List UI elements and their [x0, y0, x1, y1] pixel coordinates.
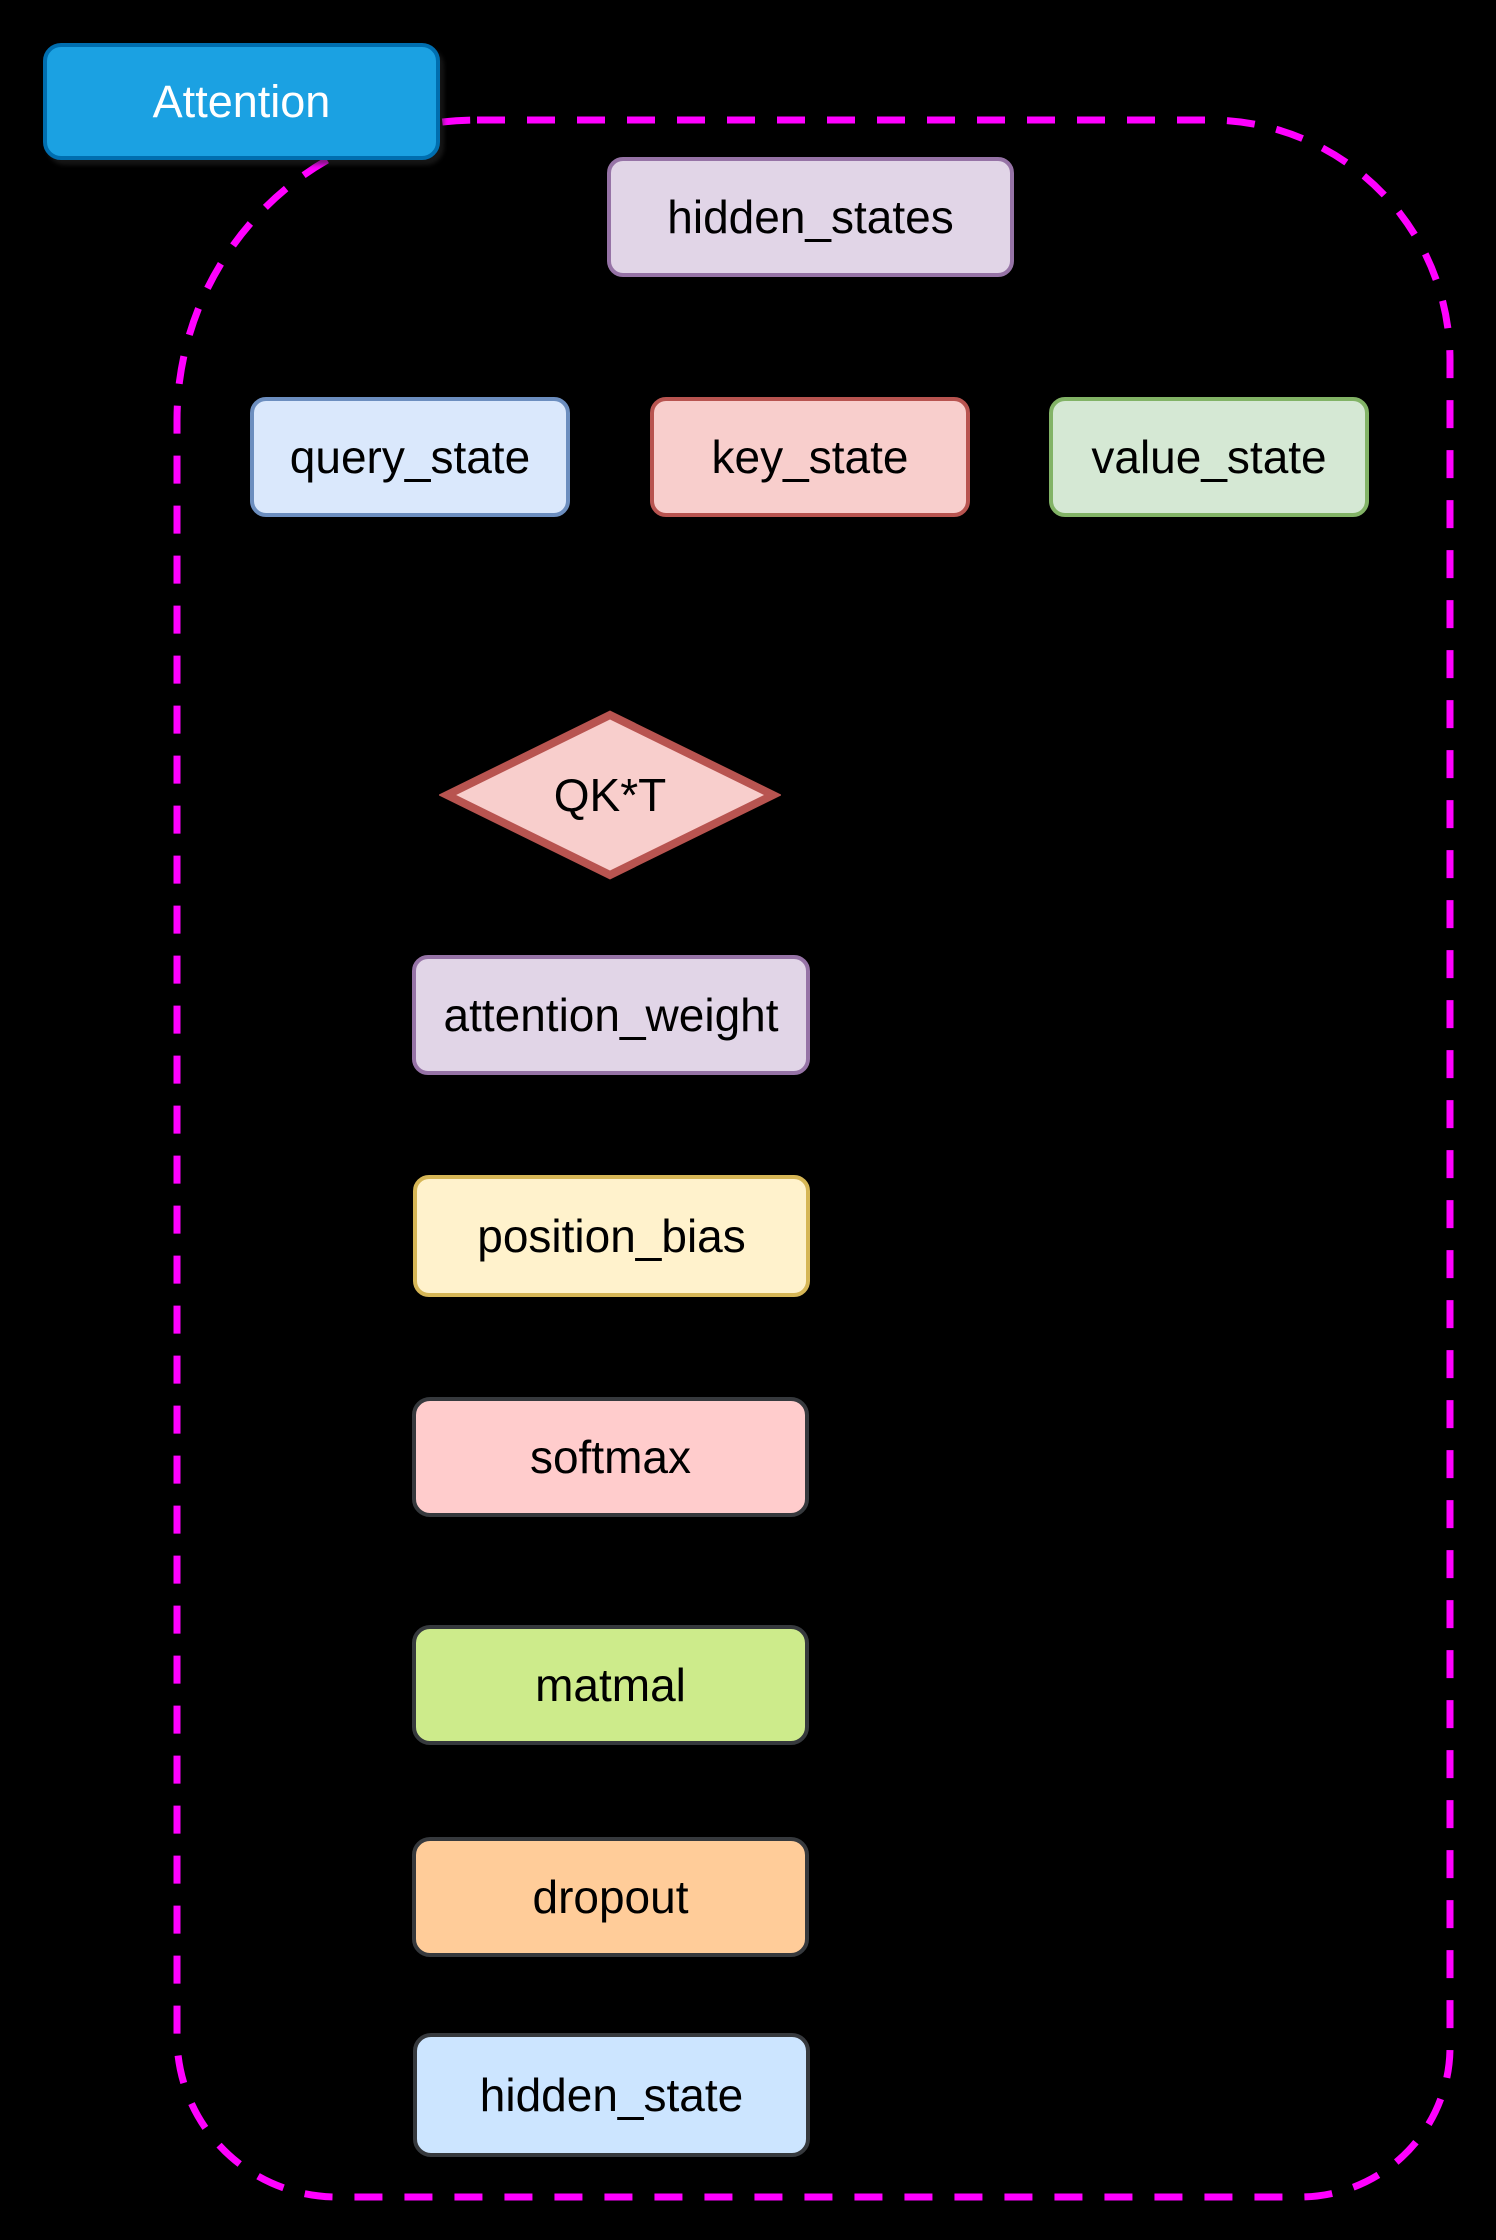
qkt-diamond-label: QK*T	[553, 769, 667, 821]
qkt-diamond-polygon	[439, 710, 781, 880]
node-attention-weight: attention_weight	[412, 955, 810, 1075]
node-value-state: value_state	[1049, 397, 1369, 517]
node-hidden-states: hidden_states	[607, 157, 1014, 277]
group-boundary-dashed-border	[173, 116, 1454, 2201]
node-key-state: key_state	[650, 397, 970, 517]
node-softmax: softmax	[412, 1397, 809, 1517]
group-title-attention: Attention	[43, 43, 440, 160]
node-dropout: dropout	[412, 1837, 809, 1957]
node-qkt-diamond: QK*T	[439, 707, 781, 883]
node-hidden-state: hidden_state	[413, 2033, 810, 2157]
qkt-diamond-shape	[439, 710, 781, 880]
node-query-state: query_state	[250, 397, 570, 517]
node-position-bias: position_bias	[413, 1175, 810, 1297]
node-matmal: matmal	[412, 1625, 809, 1745]
